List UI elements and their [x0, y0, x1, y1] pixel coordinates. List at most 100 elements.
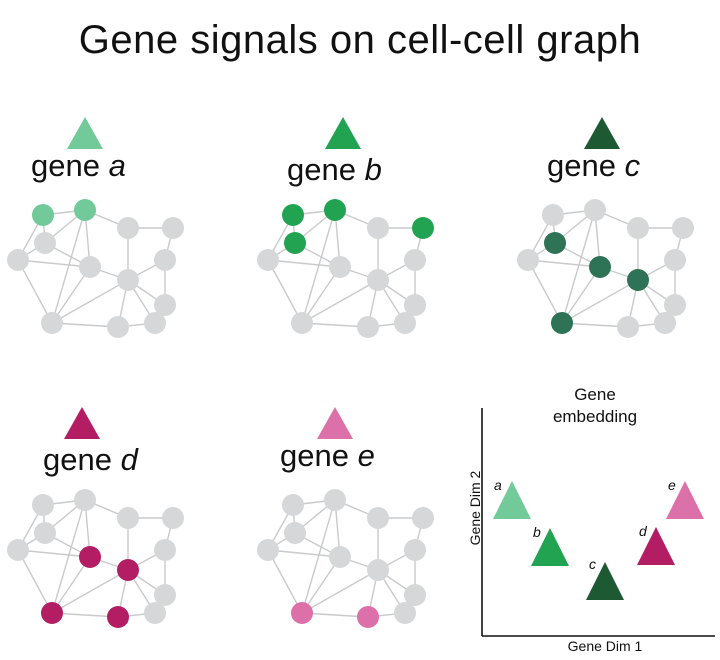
graph-node-highlighted: [589, 256, 611, 278]
graph-node: [394, 602, 416, 624]
graph-edge: [527, 259, 563, 324]
graph-edge: [51, 279, 129, 324]
graph-node-highlighted: [324, 199, 346, 221]
graph-node: [404, 584, 426, 606]
gene-panel-e: gene e: [255, 400, 475, 660]
graph-node: [154, 294, 176, 316]
graph-node: [517, 249, 539, 271]
graph-edge: [301, 612, 369, 618]
graph-node: [412, 507, 434, 529]
gene-b-label: gene b: [287, 152, 382, 188]
graph-edge: [17, 259, 53, 324]
graph-edge: [51, 612, 119, 618]
graph-node: [154, 539, 176, 561]
graph-node: [144, 312, 166, 334]
graph-node: [329, 256, 351, 278]
embedding-marker-b: [531, 528, 569, 566]
graph-node: [404, 249, 426, 271]
graph-node: [367, 269, 389, 291]
graph-node: [257, 249, 279, 271]
graph-node-highlighted: [107, 606, 129, 628]
graph-edge: [51, 556, 91, 614]
graph-node-highlighted: [291, 602, 313, 624]
graph-node: [367, 559, 389, 581]
graph-node: [367, 507, 389, 529]
graph-node-highlighted: [284, 232, 306, 254]
graph-node: [144, 602, 166, 624]
graph-edge: [17, 549, 91, 558]
graph-edge: [301, 209, 336, 324]
gene-e-label-letter: e: [357, 438, 375, 473]
graph-node: [291, 312, 313, 334]
embedding-marker-e: [666, 481, 704, 519]
graph-node: [257, 539, 279, 561]
graph-node: [107, 316, 129, 338]
graph-node: [117, 217, 139, 239]
cell-graph-a: [7, 199, 184, 338]
graph-edge: [267, 549, 341, 558]
cell-graph-b: [257, 199, 434, 338]
graph-edge: [561, 266, 601, 324]
graph-edge: [267, 549, 303, 614]
gene-e-triangle-icon: [317, 407, 353, 439]
graph-node-highlighted: [551, 312, 573, 334]
gene-c-triangle-icon: [584, 117, 620, 149]
graph-node: [324, 489, 346, 511]
gene-c-label-word: gene: [547, 148, 616, 183]
graph-node: [7, 539, 29, 561]
embedding-marker-label-b: b: [533, 524, 541, 540]
gene-c-label: gene c: [547, 148, 640, 184]
graph-edge: [301, 266, 341, 324]
gene-b-triangle-icon: [325, 117, 361, 149]
graph-node: [367, 217, 389, 239]
graph-node: [357, 316, 379, 338]
graph-edge: [561, 322, 629, 328]
gene-panel-a: gene a: [5, 110, 225, 370]
embedding-title: Gene embedding: [495, 384, 695, 428]
gene-c-label-letter: c: [624, 148, 641, 183]
graph-node-highlighted: [627, 269, 649, 291]
graph-node-highlighted: [32, 204, 54, 226]
gene-panel-b: gene b: [255, 110, 475, 370]
graph-edge: [561, 279, 639, 324]
graph-edge: [267, 259, 341, 268]
graph-node: [672, 217, 694, 239]
graph-edge: [301, 499, 336, 614]
gene-d-triangle-icon: [64, 407, 100, 439]
y-axis-label: Gene Dim 2: [467, 470, 483, 546]
graph-node: [284, 522, 306, 544]
graph-node: [664, 294, 686, 316]
graph-node: [404, 539, 426, 561]
gene-a-label-word: gene: [31, 148, 100, 183]
gene-b-label-letter: b: [364, 152, 382, 187]
graph-node: [394, 312, 416, 334]
graph-node: [41, 312, 63, 334]
graph-edge: [527, 259, 601, 268]
gene-b-label-word: gene: [287, 152, 356, 187]
graph-node: [117, 269, 139, 291]
graph-edge: [301, 569, 379, 614]
graph-node: [329, 546, 351, 568]
gene-a-label-letter: a: [108, 148, 126, 183]
graph-edge: [17, 259, 91, 268]
embedding-marker-c: [586, 562, 624, 600]
graph-edge: [17, 549, 53, 614]
x-axis-label: Gene Dim 1: [567, 638, 643, 654]
graph-node: [654, 312, 676, 334]
graph-node-highlighted: [74, 199, 96, 221]
cell-graph-c: [517, 199, 694, 338]
cell-graph-d: [7, 489, 184, 628]
gene-d-label-word: gene: [43, 442, 112, 477]
graph-node: [34, 232, 56, 254]
graph-node: [154, 584, 176, 606]
graph-node: [627, 217, 649, 239]
graph-node: [32, 494, 54, 516]
graph-edge: [561, 209, 596, 324]
graph-node: [7, 249, 29, 271]
graph-edge: [51, 569, 129, 614]
page-title: Gene signals on cell-cell graph: [78, 18, 642, 62]
embedding-marker-d: [637, 527, 675, 565]
graph-node: [34, 522, 56, 544]
